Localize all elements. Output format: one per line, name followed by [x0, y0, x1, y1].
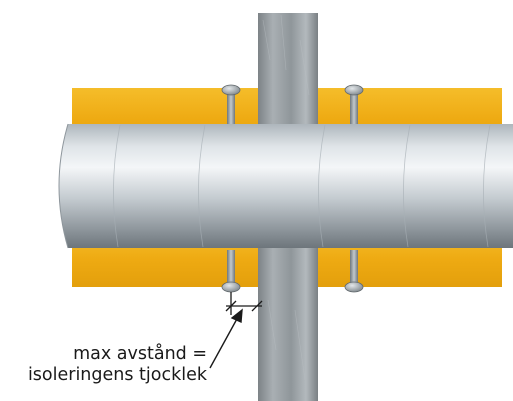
- leader-arrow: [209, 308, 243, 369]
- pipe: [59, 124, 513, 248]
- steel-texture: [262, 14, 310, 381]
- annotation-label: max avstånd = isoleringens tjocklek: [0, 344, 207, 386]
- clip-top-right: [344, 84, 364, 132]
- pipe-seams: [113, 124, 491, 248]
- pipe-end-shadow: [58, 123, 69, 249]
- annotation-line-2: isoleringens tjocklek: [27, 365, 207, 385]
- clip-top-left: [221, 84, 241, 132]
- dimension-marker: [225, 292, 263, 315]
- clip-bottom-right: [344, 250, 364, 293]
- clip-bottom-left: [221, 250, 241, 293]
- annotation-line-1: max avstånd =: [73, 344, 207, 364]
